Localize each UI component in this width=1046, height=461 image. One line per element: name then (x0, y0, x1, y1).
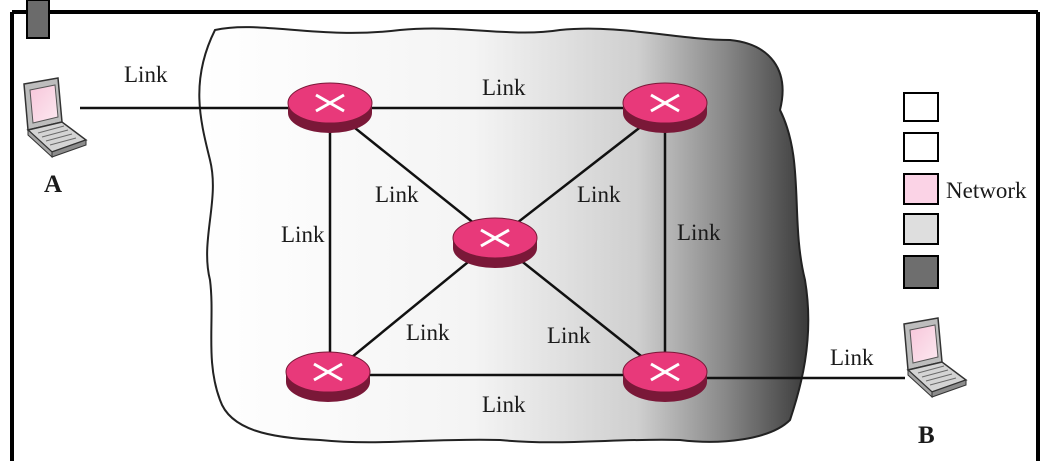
legend-swatch-1 (903, 92, 939, 122)
link-label-a: Link (124, 62, 168, 87)
link-label-tl-center: Link (375, 182, 419, 207)
legend-label-network: Network (946, 178, 1027, 203)
router-center (451, 216, 539, 270)
endpoint-label-b: B (918, 422, 935, 449)
link-label-bl-center: Link (406, 320, 450, 345)
link-line-tl-center (329, 107, 496, 241)
legend-swatch-4 (903, 213, 939, 245)
legend-swatch-2 (903, 132, 939, 162)
link-label-center-br: Link (547, 323, 591, 348)
link-label-bottom: Link (482, 392, 526, 417)
endpoint-label-a: A (44, 171, 62, 198)
router-top-right (621, 81, 709, 135)
link-label-right: Link (677, 220, 721, 245)
legend-swatch-5 (903, 255, 939, 289)
partial-legend-swatch (26, 0, 50, 39)
router-top-left (286, 81, 374, 135)
router-bottom-left (284, 350, 372, 404)
router-bottom-right (621, 350, 709, 404)
legend-swatch-network (903, 173, 939, 205)
link-line-center-tr (494, 107, 666, 241)
link-label-top: Link (482, 75, 526, 100)
link-label-center-tr: Link (577, 182, 621, 207)
link-label-b: Link (830, 345, 874, 370)
legend: Network (903, 92, 1027, 289)
link-label-left: Link (281, 222, 325, 247)
